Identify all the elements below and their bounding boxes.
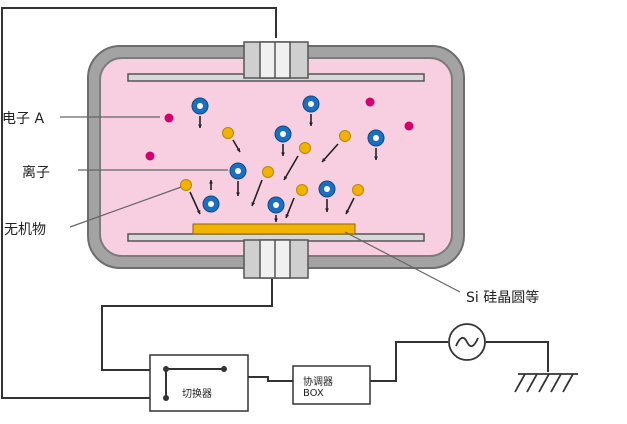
top-feedthrough (243, 41, 309, 79)
molecule-core (373, 135, 379, 141)
label-wafer: Si 硅晶圆等 (466, 290, 540, 306)
motion-arrow (251, 179, 263, 207)
label-matcher: 协调器 (303, 377, 333, 388)
motion-arrowhead (198, 124, 202, 128)
molecule-core (197, 103, 203, 109)
electron-particle (145, 151, 155, 161)
ground-icon (514, 373, 578, 393)
ion-particle (296, 184, 308, 196)
molecule-core (280, 131, 286, 137)
ion-particle (262, 166, 274, 178)
rf-source-icon (448, 323, 486, 361)
bottom-feedthrough (243, 239, 309, 279)
motion-arrowhead (251, 202, 256, 206)
molecule-core (235, 168, 241, 174)
motion-arrowhead (284, 176, 288, 180)
motion-arrowhead (309, 122, 313, 126)
label-inorganic: 无机物 (4, 222, 46, 238)
motion-arrowhead (285, 214, 290, 218)
motion-arrowhead (236, 148, 240, 152)
motion-arrowhead (274, 218, 278, 222)
ion-particle (180, 179, 192, 191)
motion-arrow (189, 191, 201, 215)
motion-arrow (321, 143, 339, 163)
motion-arrowhead (374, 156, 378, 160)
motion-arrowhead (281, 152, 285, 156)
motion-arrowhead (325, 208, 329, 212)
leader-lines (60, 116, 461, 293)
label-matcher-box: BOX (303, 388, 324, 399)
switch-box (149, 354, 249, 412)
electron-particle (164, 113, 174, 123)
molecule-core (308, 101, 314, 107)
label-electron: 电子 A (2, 111, 45, 127)
label-switch: 切换器 (182, 389, 212, 400)
ion-particle (352, 184, 364, 196)
motion-arrow (285, 197, 295, 219)
molecule-core (208, 201, 214, 207)
motion-arrowhead (196, 210, 201, 214)
motion-arrow (283, 155, 299, 181)
vacuum-chamber (87, 41, 465, 279)
ion-particle (339, 130, 351, 142)
motion-arrowhead (209, 180, 213, 184)
label-ion: 离子 (22, 165, 50, 181)
wafer (192, 223, 356, 235)
molecule-core (324, 186, 330, 192)
particles (145, 95, 414, 222)
electron-particle (404, 121, 414, 131)
electron-particle (365, 97, 375, 107)
motion-arrowhead (322, 158, 326, 162)
matcher-box (292, 365, 371, 405)
motion-arrowhead (345, 210, 350, 214)
ion-particle (222, 127, 234, 139)
molecule-core (273, 202, 279, 208)
ion-particle (299, 142, 311, 154)
motion-arrowhead (236, 192, 240, 196)
wiring (1, 7, 549, 399)
